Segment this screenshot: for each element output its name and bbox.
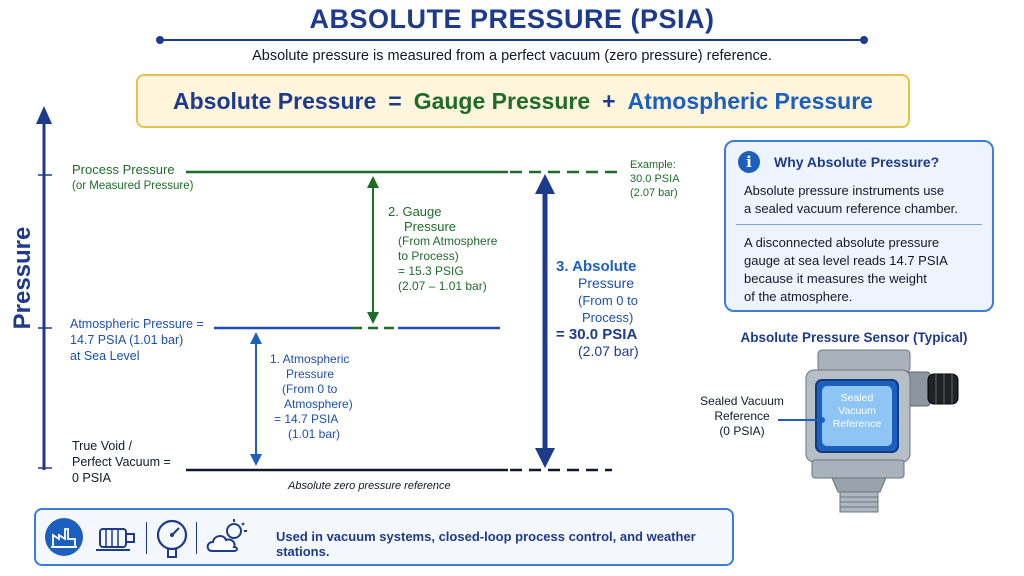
- formula-atmospheric: Atmospheric Pressure: [627, 87, 873, 114]
- info-paragraph-1: Absolute pressure instruments use a seal…: [744, 183, 958, 216]
- info-paragraph-2: A disconnected absolute pressure gauge a…: [744, 235, 948, 304]
- motor-icon: [96, 528, 135, 551]
- info-icon: i: [738, 151, 760, 173]
- title-underline: [156, 36, 868, 44]
- info-divider: [736, 224, 982, 225]
- formula-absolute: Absolute Pressure: [173, 87, 377, 114]
- weather-icon: [206, 519, 247, 552]
- example-label: Example: 30.0 PSIA (2.07 bar): [630, 159, 680, 199]
- gauge-pressure-annotation: 2. Gauge Pressure (From Atmosphere to Pr…: [388, 204, 498, 293]
- axis-label: Pressure: [9, 227, 36, 330]
- info-title: Why Absolute Pressure?: [774, 154, 940, 170]
- page-subtitle: Absolute pressure is measured from a per…: [252, 48, 772, 64]
- pressure-axis: [36, 106, 52, 470]
- footer-text: Used in vacuum systems, closed-loop proc…: [276, 529, 696, 559]
- formula-equals: =: [388, 87, 402, 114]
- sensor-callout-label: Sealed Vacuum Reference (0 PSIA): [700, 394, 784, 438]
- applications-footer: Used in vacuum systems, closed-loop proc…: [34, 508, 734, 566]
- atmospheric-pressure-annotation: 1. Atmospheric Pressure (From 0 to Atmos…: [270, 352, 353, 441]
- factory-icon: [45, 518, 83, 556]
- zero-reference-label: Absolute zero pressure reference: [288, 480, 451, 492]
- sensor-illustration: [778, 349, 959, 513]
- atmospheric-arrow: [250, 332, 262, 466]
- formula-banner: Absolute Pressure = Gauge Pressure + Atm…: [136, 74, 910, 128]
- gauge-icon: [156, 519, 188, 558]
- absolute-arrow: [535, 174, 555, 468]
- atmospheric-pressure-label: Atmospheric Pressure = 14.7 PSIA (1.01 b…: [70, 317, 204, 363]
- perfect-vacuum-label: True Void / Perfect Vacuum = 0 PSIA: [72, 439, 171, 485]
- formula-plus: +: [602, 87, 616, 114]
- formula-gauge: Gauge Pressure: [413, 87, 591, 114]
- sensor-window-label: Sealed Vacuum Reference: [832, 392, 882, 430]
- sensor-title: Absolute Pressure Sensor (Typical): [740, 330, 968, 345]
- gauge-arrow: [367, 176, 379, 324]
- process-pressure-label: Process Pressure (or Measured Pressure): [72, 162, 194, 192]
- info-panel: i Why Absolute Pressure? Absolute pressu…: [724, 140, 994, 312]
- absolute-pressure-annotation: 3. Absolute Pressure (From 0 to Process)…: [556, 258, 639, 359]
- page-title: ABSOLUTE PRESSURE (PSIA): [309, 4, 715, 34]
- footer-separator: [196, 522, 197, 554]
- footer-separator: [146, 522, 147, 554]
